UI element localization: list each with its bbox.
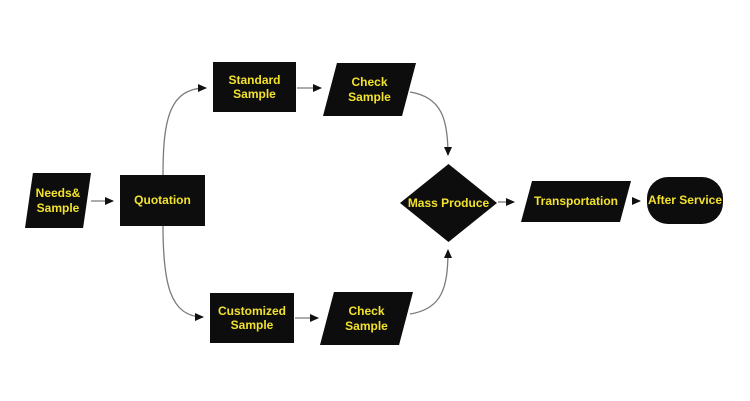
node-after-service-label: After Service (647, 193, 723, 208)
node-customized-sample-label: Customized Sample (217, 303, 286, 332)
node-mass-produce-label: Mass Produce (407, 195, 490, 210)
node-transportation-label: Transportation (533, 194, 618, 209)
edge-checktop-to-mass (409, 91, 452, 156)
node-quotation-label: Quotation (134, 193, 191, 208)
node-standard-sample-label: Standard Sample (228, 72, 281, 101)
node-standard-sample: Standard Sample (213, 62, 296, 112)
edge-quotation-to-customized (162, 225, 204, 321)
node-check-sample-bottom-label: Check Sample (345, 304, 388, 333)
node-customized-sample: Customized Sample (210, 293, 294, 343)
node-transportation: Transportation (521, 181, 631, 222)
node-needs-sample: Needs& Sample (25, 173, 91, 228)
node-after-service: After Service (647, 177, 723, 224)
node-check-sample-top: Check Sample (323, 63, 416, 116)
node-quotation: Quotation (120, 175, 205, 226)
node-check-sample-bottom: Check Sample (320, 292, 413, 345)
edge-quotation-to-standard (162, 84, 207, 176)
node-check-sample-top-label: Check Sample (348, 75, 391, 104)
node-needs-sample-label: Needs& Sample (35, 186, 81, 215)
edge-checkbot-to-mass (409, 249, 452, 315)
